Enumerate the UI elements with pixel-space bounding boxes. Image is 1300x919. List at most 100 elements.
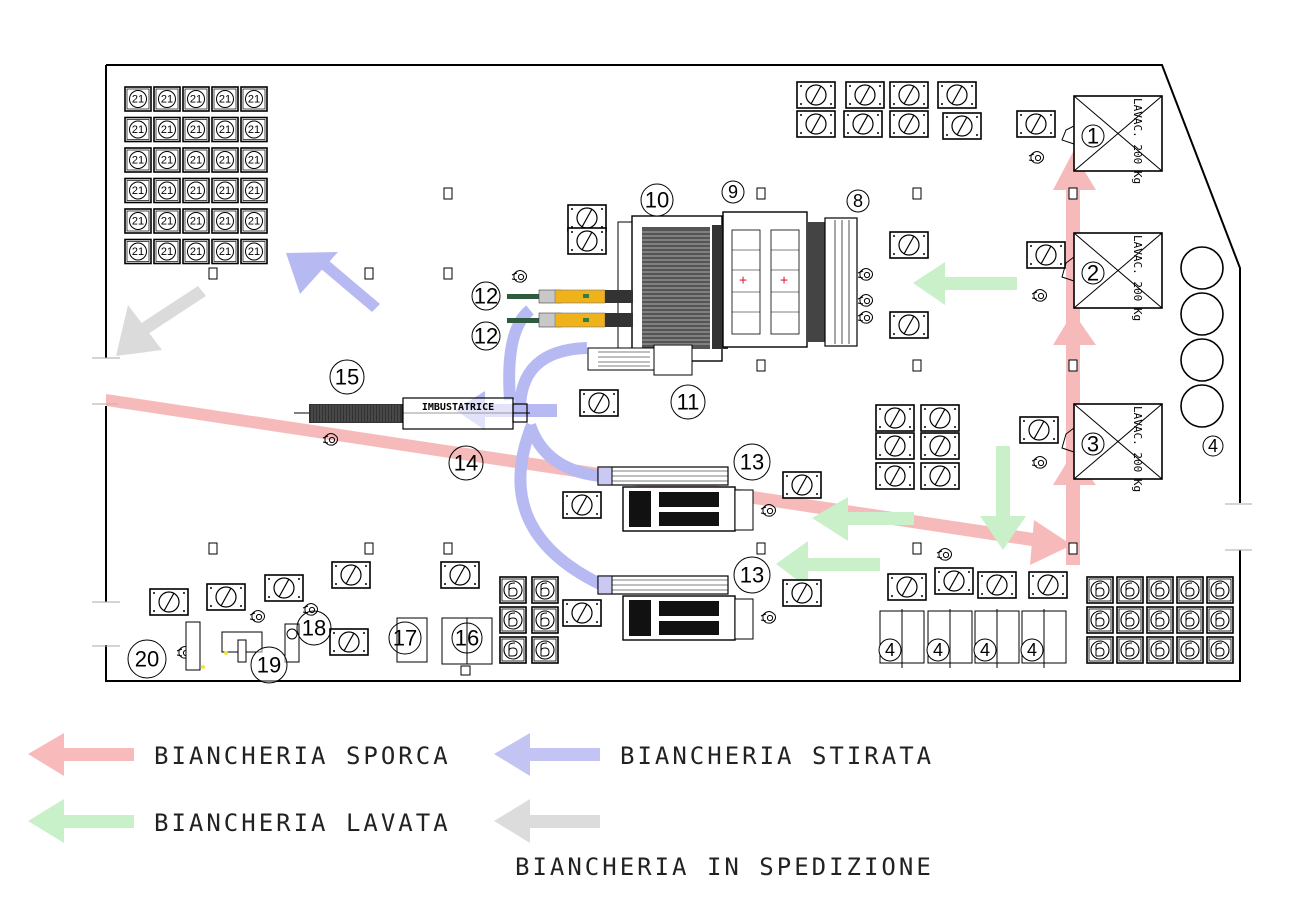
- rack-21[interactable]: [182, 177, 210, 204]
- basket-7[interactable]: [206, 583, 246, 611]
- rack-21[interactable]: [124, 147, 152, 173]
- rack-21[interactable]: [124, 208, 152, 234]
- folder-9[interactable]: + + 9: [721, 180, 808, 348]
- rack-21[interactable]: [182, 147, 210, 173]
- rack-21[interactable]: [240, 86, 268, 112]
- basket-7[interactable]: [875, 432, 915, 460]
- storage-tanks[interactable]: 4: [1180, 246, 1224, 457]
- rack-21[interactable]: [240, 116, 268, 143]
- rack-21[interactable]: [153, 208, 181, 234]
- stacker-8[interactable]: 8: [807, 189, 870, 347]
- basket-7[interactable]: [920, 462, 960, 490]
- basket-7[interactable]: [562, 599, 602, 627]
- machine-18[interactable]: 18: [284, 610, 332, 663]
- rack-21[interactable]: [182, 116, 210, 143]
- machine-13-b[interactable]: 13: [597, 556, 771, 641]
- rack-21[interactable]: [124, 177, 152, 204]
- machine-19[interactable]: 19: [221, 631, 288, 684]
- basket-7[interactable]: [782, 471, 822, 499]
- basket-7[interactable]: [329, 628, 369, 656]
- trolley-6[interactable]: [1206, 576, 1234, 604]
- dryer-4[interactable]: 4: [973, 609, 1020, 668]
- basket-7[interactable]: [567, 204, 607, 232]
- rack-21[interactable]: [182, 238, 210, 265]
- basket-7[interactable]: [977, 571, 1017, 599]
- basket-7[interactable]: [1028, 571, 1068, 599]
- rack-21[interactable]: [211, 208, 239, 234]
- rack-21[interactable]: [240, 238, 268, 265]
- rack-21[interactable]: [124, 86, 152, 112]
- basket-7[interactable]: [149, 588, 189, 616]
- dryer-4[interactable]: 4: [878, 609, 925, 668]
- basket-7[interactable]: [1019, 416, 1059, 444]
- trolley-6[interactable]: [1206, 606, 1234, 634]
- rack-21[interactable]: [182, 86, 210, 112]
- basket-7[interactable]: [937, 81, 977, 109]
- trolley-6[interactable]: [1086, 636, 1114, 664]
- trolley-6[interactable]: [531, 636, 559, 664]
- trolley-6[interactable]: [1176, 636, 1204, 664]
- dryer-4[interactable]: 4: [1020, 609, 1067, 668]
- machine-11[interactable]: 11: [587, 344, 706, 420]
- rack-21[interactable]: [153, 86, 181, 112]
- basket-7[interactable]: [843, 110, 883, 138]
- rack-21[interactable]: [240, 177, 268, 204]
- basket-7[interactable]: [920, 432, 960, 460]
- basket-7[interactable]: [875, 462, 915, 490]
- rack-21[interactable]: [153, 177, 181, 204]
- trolley-6[interactable]: [1116, 636, 1144, 664]
- rack-21[interactable]: [124, 116, 152, 143]
- rack-21[interactable]: [153, 116, 181, 143]
- rack-21[interactable]: [182, 208, 210, 234]
- basket-7[interactable]: [887, 573, 927, 601]
- rack-21[interactable]: [211, 238, 239, 265]
- trolley-6[interactable]: [499, 606, 527, 634]
- basket-7[interactable]: [845, 81, 885, 109]
- basket-7[interactable]: [264, 574, 304, 602]
- machine-13-a[interactable]: 13: [597, 443, 771, 532]
- basket-7[interactable]: [796, 81, 836, 109]
- trolley-6[interactable]: [531, 576, 559, 604]
- rack-21[interactable]: [240, 147, 268, 173]
- trolley-6[interactable]: [1146, 576, 1174, 604]
- trolley-6[interactable]: [1086, 576, 1114, 604]
- basket-7[interactable]: [875, 404, 915, 432]
- trolley-6[interactable]: [1176, 576, 1204, 604]
- rack-21[interactable]: [211, 177, 239, 204]
- rack-21[interactable]: [240, 208, 268, 234]
- washer-1[interactable]: 1 LAVAC. 200 Kg: [1061, 95, 1163, 184]
- machine-17[interactable]: 17: [388, 617, 428, 663]
- trolley-6[interactable]: [531, 606, 559, 634]
- basket-7[interactable]: [567, 227, 607, 255]
- rack-21[interactable]: [211, 86, 239, 112]
- rack-21[interactable]: [124, 238, 152, 265]
- trolley-6[interactable]: [499, 576, 527, 604]
- trolley-6[interactable]: [499, 636, 527, 664]
- basket-7[interactable]: [782, 579, 822, 607]
- rack-21[interactable]: [153, 147, 181, 173]
- basket-7[interactable]: [562, 491, 602, 519]
- trolley-6[interactable]: [1116, 576, 1144, 604]
- machine-16[interactable]: 16: [441, 617, 493, 676]
- trolley-6[interactable]: [1086, 606, 1114, 634]
- washer-2[interactable]: 2 LAVAC. 200 Kg: [1061, 232, 1163, 321]
- washer-3[interactable]: 3 LAVAC. 200 Kg: [1061, 403, 1163, 492]
- imbustatrice-15[interactable]: IMBUSTATRICE 15: [294, 359, 530, 430]
- basket-7[interactable]: [579, 389, 619, 417]
- basket-7[interactable]: [331, 561, 371, 589]
- trolley-6[interactable]: [1176, 606, 1204, 634]
- trolley-6[interactable]: [1146, 606, 1174, 634]
- basket-7[interactable]: [889, 81, 929, 109]
- basket-7[interactable]: [934, 567, 974, 595]
- dryer-4[interactable]: 4: [926, 609, 973, 668]
- rack-21[interactable]: [153, 238, 181, 265]
- basket-7[interactable]: [920, 404, 960, 432]
- basket-7[interactable]: [1016, 110, 1056, 138]
- basket-7[interactable]: [889, 231, 929, 259]
- basket-7[interactable]: [796, 110, 836, 138]
- basket-7[interactable]: [889, 311, 929, 339]
- trolley-6[interactable]: [1206, 636, 1234, 664]
- basket-7[interactable]: [889, 110, 929, 138]
- ironer-10[interactable]: 10: [617, 183, 728, 362]
- trolley-6[interactable]: [1116, 606, 1144, 634]
